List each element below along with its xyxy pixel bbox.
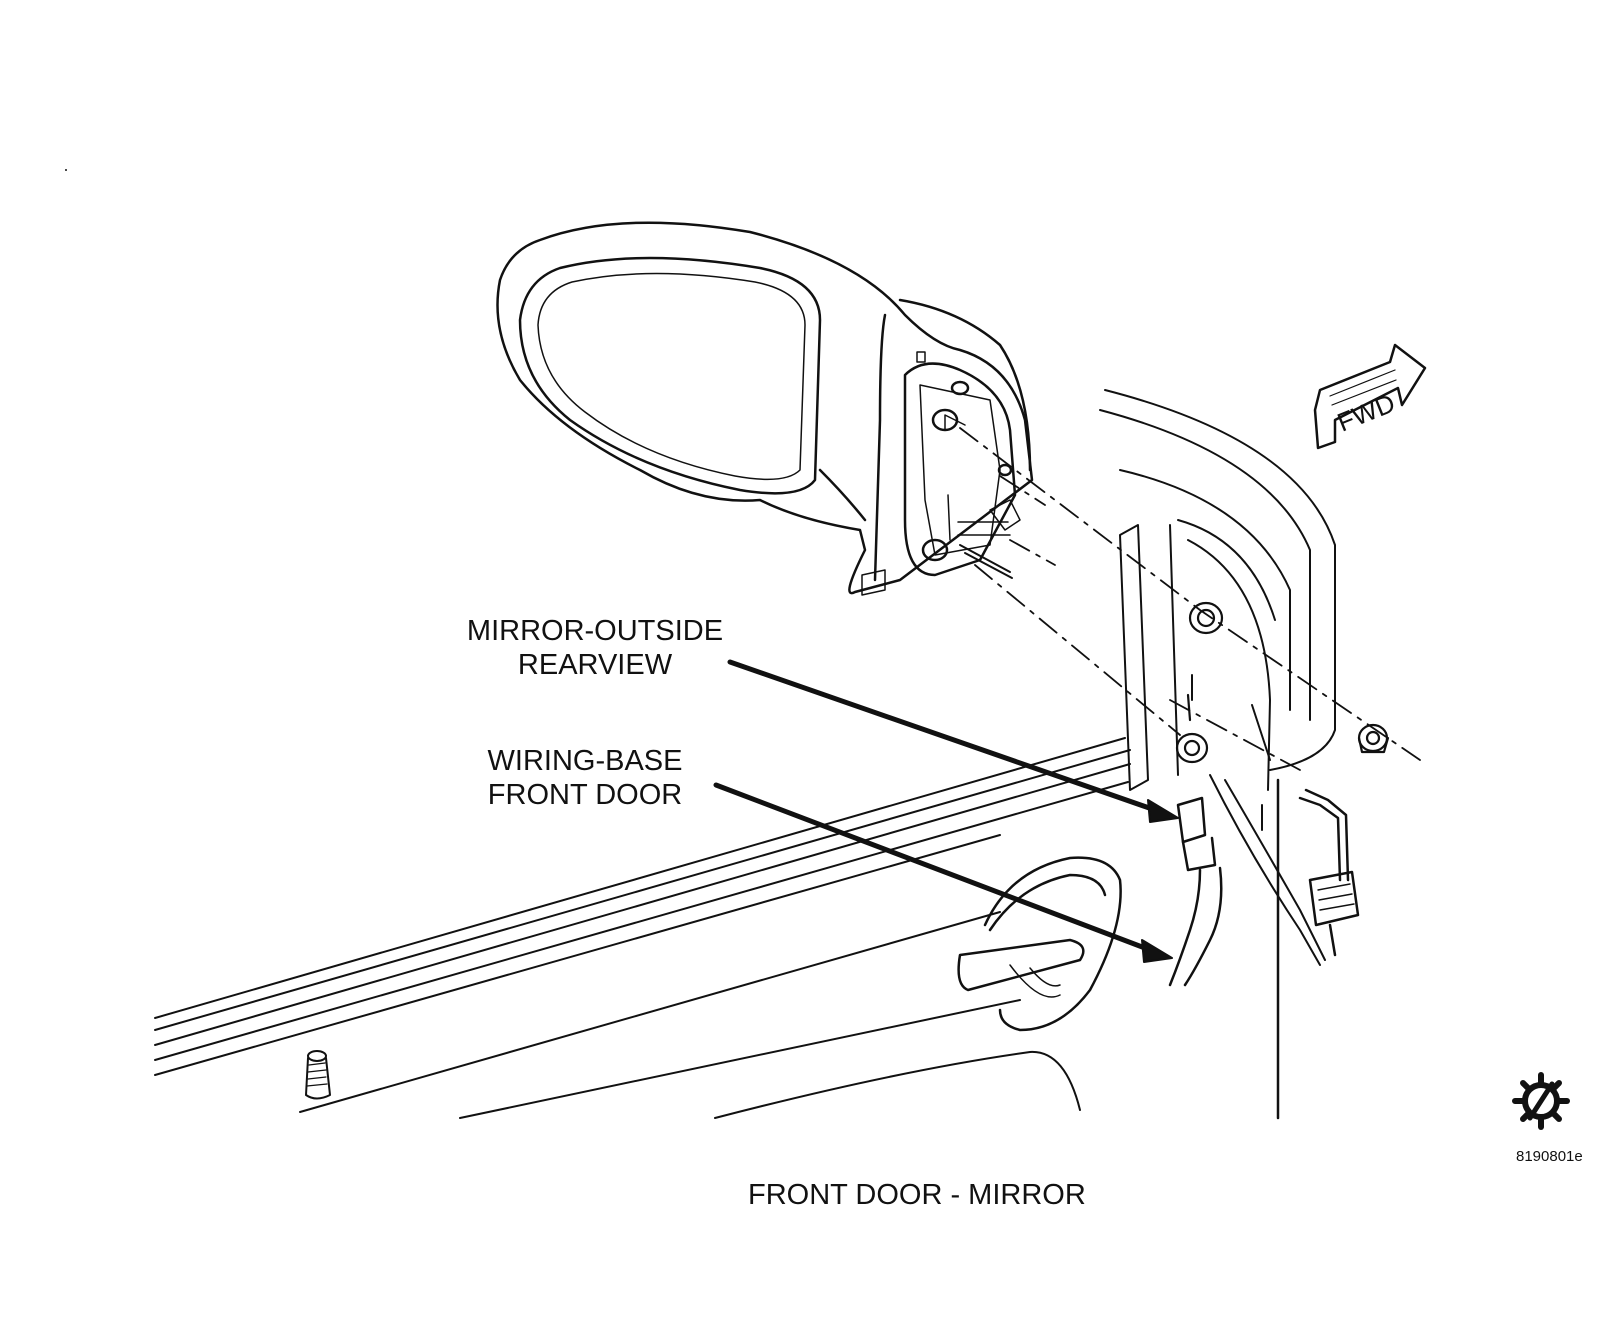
figure-id: 8190801e (1516, 1148, 1583, 1165)
figure-caption: FRONT DOOR - MIRROR (748, 1179, 1086, 1211)
callout-leaders (713, 659, 1179, 963)
door-mount-holes (1175, 601, 1224, 764)
mounting-nut (1357, 723, 1390, 754)
mirror-head (496, 221, 1034, 596)
door-screw (305, 1050, 331, 1100)
wiring-callout-line2: FRONT DOOR (487, 779, 683, 811)
wiring-callout-label: WIRING-BASE FRONT DOOR (470, 744, 700, 812)
alignment-lines (959, 427, 1421, 771)
mirror-harness (1298, 788, 1360, 957)
wiring-base-connector (1168, 774, 1326, 987)
wiring-leader-arrow (713, 782, 1153, 953)
fwd-arrow-icon (1313, 343, 1427, 450)
wiring-callout-line1: WIRING-BASE (487, 745, 683, 777)
no-tool-gear-icon (1512, 1072, 1570, 1130)
mirror-callout-label: MIRROR-OUTSIDE REARVIEW (460, 614, 730, 682)
door-panel (154, 389, 1336, 1120)
mirror-callout-line2: REARVIEW (517, 649, 673, 681)
stray-dot (65, 169, 67, 171)
mirror-leader-arrow (727, 659, 1158, 813)
fwd-arrow-label: FWD (1333, 388, 1399, 438)
mirror-callout-line1: MIRROR-OUTSIDE (466, 615, 724, 647)
door-handle (957, 856, 1122, 1032)
